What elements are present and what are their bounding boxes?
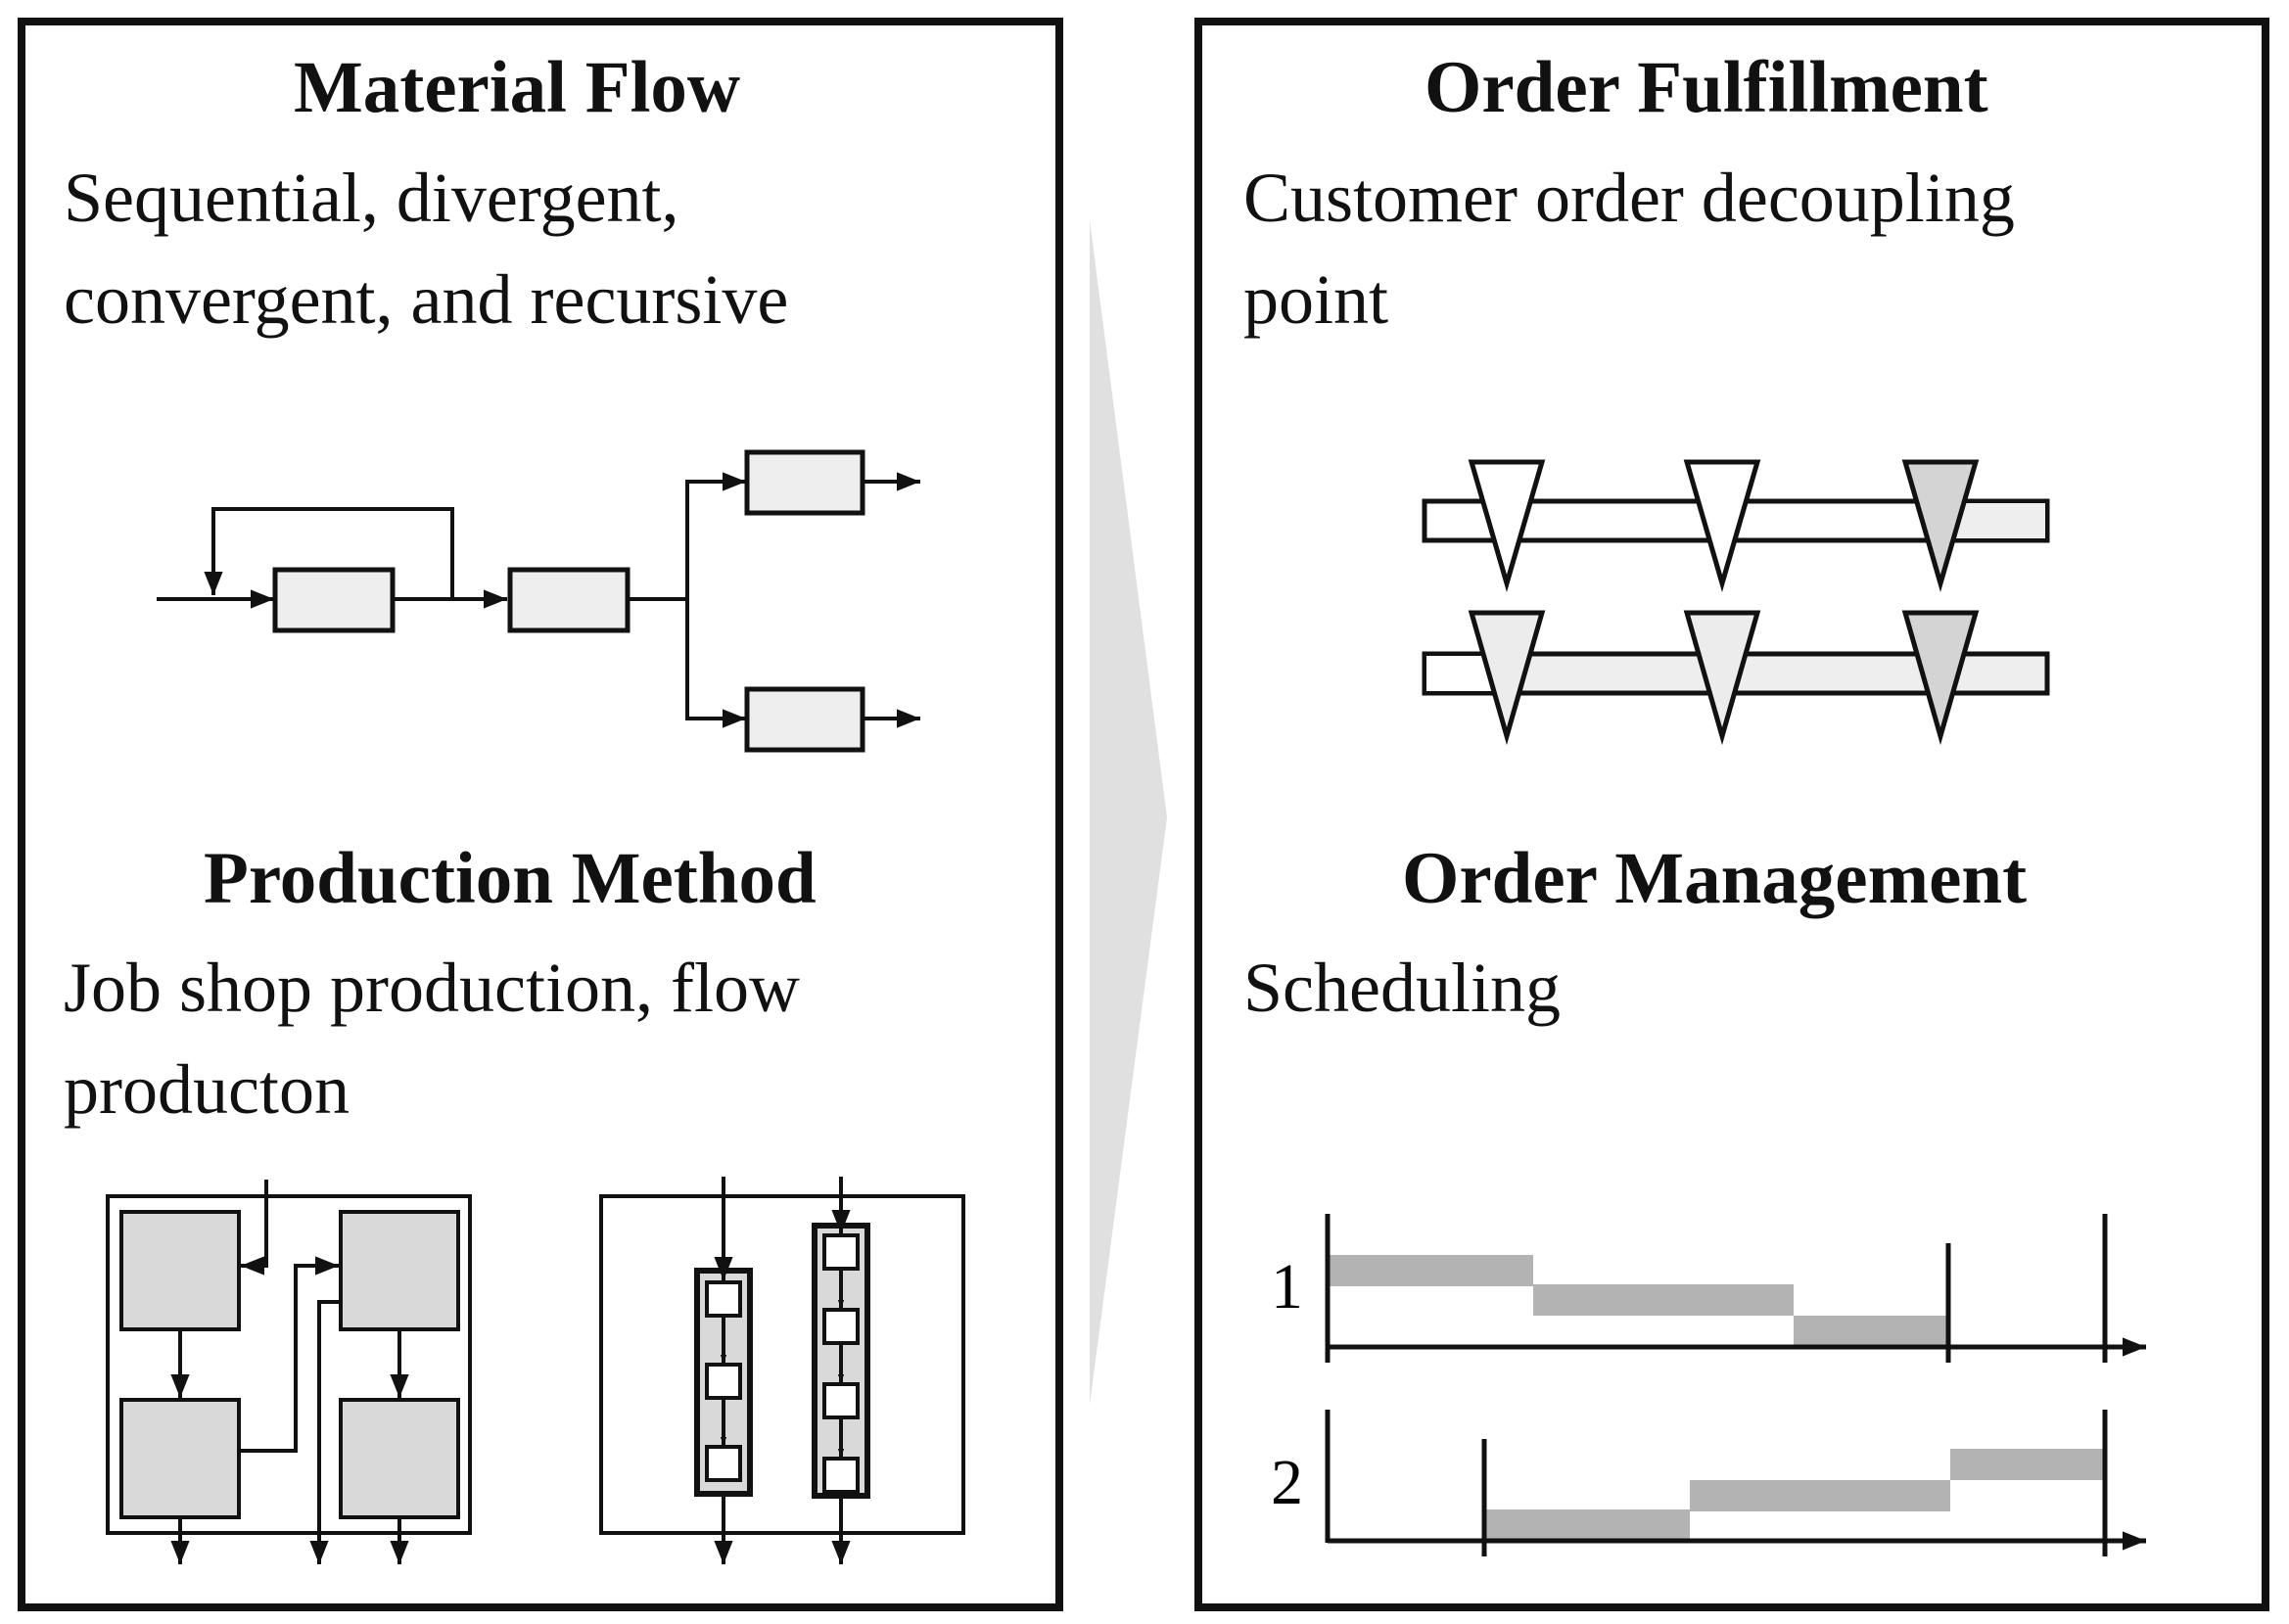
- decoupling-point-triangle: [1468, 610, 1546, 746]
- process-box-3: [744, 449, 865, 516]
- recursive-loop-arrow: [204, 507, 454, 599]
- decoupling-point-triangle: [1901, 459, 1980, 592]
- schedule-bar: [1328, 1255, 1533, 1286]
- flow-production-layout: [599, 1177, 965, 1564]
- material-flow-title: Material Flow: [294, 47, 741, 128]
- decoupling-point-triangle: [1901, 610, 1980, 746]
- machine-top-left: [119, 1210, 241, 1331]
- divergent-arrow-bottom: [685, 599, 746, 728]
- machine-bottom-left: [119, 1398, 241, 1519]
- production-method-title: Production Method: [204, 838, 817, 919]
- production-method-description-line-1: Job shop production, flow: [64, 949, 800, 1027]
- process-box-2: [507, 567, 631, 633]
- job-shop-output-arrow-mid: [309, 1300, 341, 1564]
- order-fulfillment-description-line-1: Customer order decoupling: [1243, 159, 2015, 237]
- row-label-1: 1: [1271, 1251, 1303, 1322]
- job-shop-layout: [106, 1180, 472, 1564]
- schedule-row-2-bars: [1484, 1449, 2105, 1541]
- machine-top-right: [339, 1210, 460, 1331]
- material-flow-description-line-1: Sequential, divergent,: [64, 159, 679, 237]
- order-fulfillment-description-line-2: point: [1243, 260, 1389, 339]
- material-flow-description-line-2: convergent, and recursive: [64, 260, 789, 339]
- row-label-2: 2: [1271, 1447, 1303, 1518]
- order-management-title: Order Management: [1402, 838, 2028, 919]
- production-method-description-line-2: producton: [64, 1050, 350, 1129]
- schedule-bar: [1690, 1480, 1950, 1511]
- schedule-row-1-bars: [1328, 1255, 1948, 1347]
- schedule-bar: [1950, 1449, 2105, 1480]
- job-shop-input-arrow: [241, 1180, 268, 1276]
- divergent-arrow-top: [685, 472, 746, 599]
- schedule-bar: [1484, 1509, 1690, 1541]
- order-fulfillment-title: Order Fulfillment: [1425, 47, 1988, 128]
- process-box-4: [744, 686, 865, 753]
- job-shop-arrow-bl-tr: [239, 1256, 339, 1453]
- decoupling-point-triangle: [1683, 459, 1761, 592]
- chevron-arrow-shape: [1090, 220, 1167, 1405]
- decoupling-point-triangle: [1468, 459, 1546, 592]
- order-management-description-line-1: Scheduling: [1243, 949, 1561, 1027]
- schedule-bar: [1794, 1316, 1948, 1347]
- decoupling-point-triangle: [1683, 610, 1761, 746]
- process-box-1: [272, 567, 396, 633]
- schedule-bar: [1533, 1284, 1794, 1316]
